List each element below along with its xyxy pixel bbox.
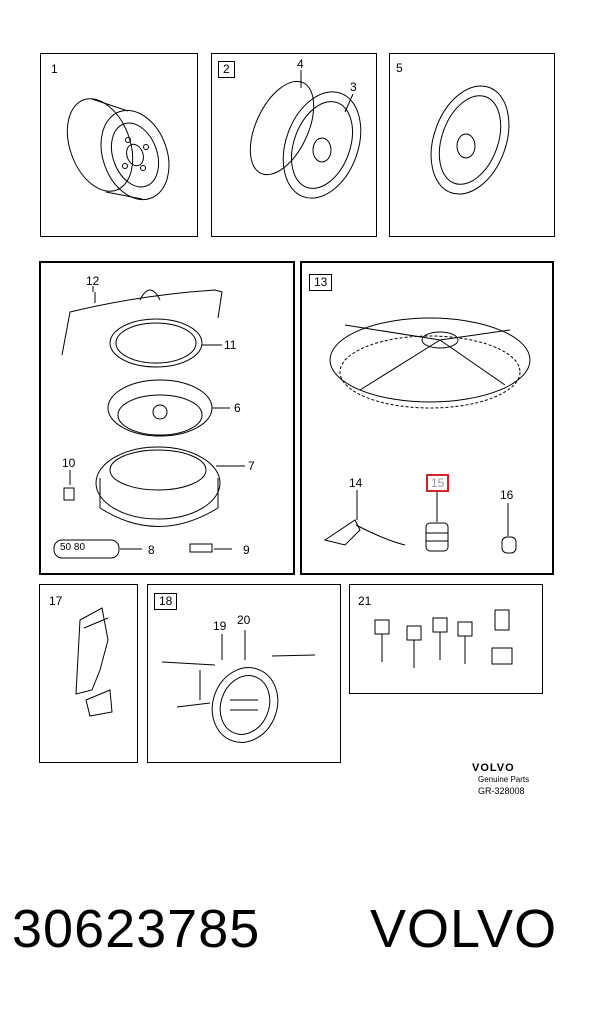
panel-2-number: 2 bbox=[218, 61, 235, 78]
panel-13-snow-chains: 13 bbox=[300, 261, 554, 575]
panel-21-wheel-bolts: 21 bbox=[349, 584, 543, 694]
panel-5-hubcap: 5 bbox=[389, 53, 555, 237]
panel-2-hubcap-with-ring: 2 bbox=[211, 53, 377, 237]
genuine-parts-text: Genuine Parts bbox=[478, 775, 530, 784]
callout-9: 9 bbox=[243, 543, 250, 557]
callout-6: 6 bbox=[234, 401, 241, 415]
panel-21-number: 21 bbox=[358, 594, 372, 608]
volvo-logo: VOLVO bbox=[472, 762, 515, 774]
callout-20: 20 bbox=[237, 613, 251, 627]
callout-11: 11 bbox=[224, 338, 237, 352]
hubcap-ring-drawing bbox=[249, 70, 362, 199]
callout-16: 16 bbox=[500, 488, 514, 502]
snow-chain-drawing bbox=[323, 317, 531, 554]
wheel-bolts-drawing bbox=[374, 609, 513, 668]
trim-bracket-drawing bbox=[75, 607, 113, 717]
panel-spare-tire-kit bbox=[39, 261, 295, 575]
callout-10: 10 bbox=[62, 456, 76, 470]
spare-tire-kit-drawing bbox=[53, 286, 245, 559]
parts-illustration bbox=[53, 70, 531, 743]
panel-13-number: 13 bbox=[309, 274, 333, 291]
part-number: 30623785 bbox=[12, 899, 261, 959]
wheel-cover-kit-drawing bbox=[161, 630, 316, 743]
callout-8: 8 bbox=[148, 543, 155, 557]
badge-text: 50 80 bbox=[60, 542, 86, 553]
callout-7: 7 bbox=[248, 459, 255, 473]
callout-14: 14 bbox=[349, 476, 363, 490]
panel-1-steel-wheel: 1 bbox=[40, 53, 198, 237]
callout-4: 4 bbox=[297, 57, 304, 71]
panel-17-trim-bracket: 17 bbox=[39, 584, 138, 763]
callout-19: 19 bbox=[213, 619, 227, 633]
callout-15-highlighted[interactable]: 15 bbox=[426, 474, 450, 492]
panel-1-number: 1 bbox=[51, 62, 58, 76]
brand-name: VOLVO bbox=[370, 899, 558, 959]
hubcap-drawing bbox=[430, 85, 510, 195]
steel-wheel-drawing bbox=[66, 98, 170, 201]
panel-18-wheel-cover-kit: 18 bbox=[147, 584, 341, 763]
panel-5-number: 5 bbox=[396, 61, 403, 75]
diagram-code: GR-328008 bbox=[478, 786, 525, 796]
panel-17-number: 17 bbox=[49, 594, 63, 608]
callout-12: 12 bbox=[86, 274, 100, 288]
panel-18-number: 18 bbox=[154, 593, 178, 610]
callout-3: 3 bbox=[350, 80, 357, 94]
caption-band bbox=[0, 848, 600, 1018]
